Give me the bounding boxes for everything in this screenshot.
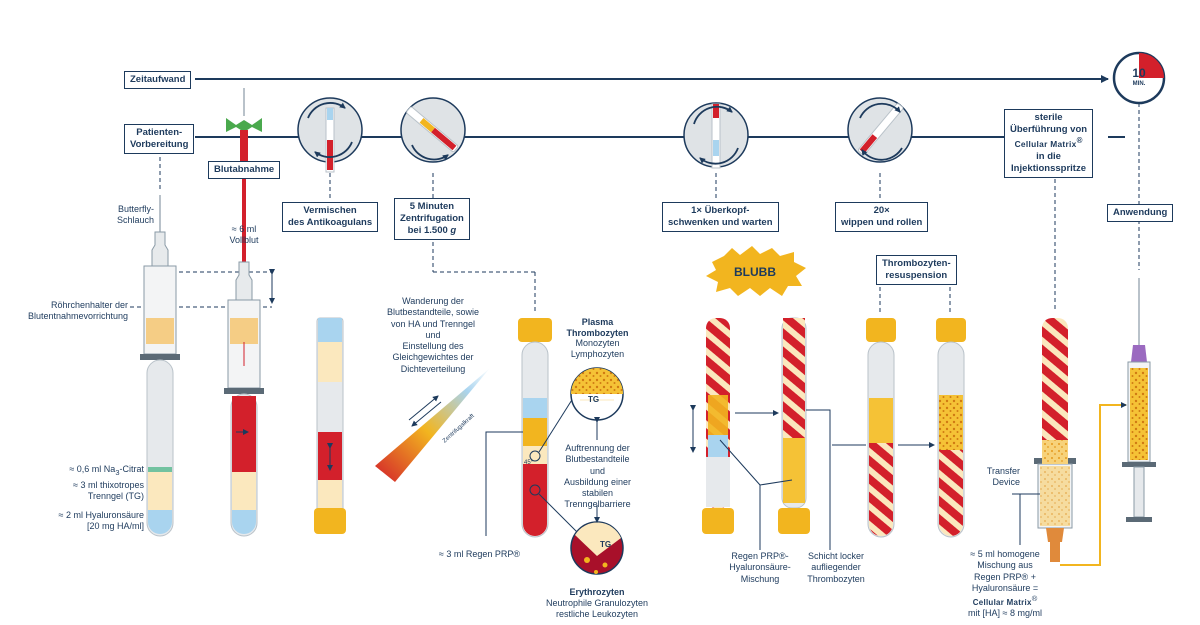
overhead-rotation-icon: [683, 102, 749, 169]
homogen-reg: ®: [1031, 594, 1038, 603]
butterfly-tube-illustration: [140, 195, 180, 537]
centrifuged-tube-illustration: [485, 318, 581, 538]
transfer-brand: Cellular Matrix: [1014, 138, 1077, 149]
centrifuge-line3: bei 1.500 g: [400, 225, 464, 237]
migration-label: Wanderung der Blutbestandteile, sowie vo…: [386, 296, 480, 374]
tg-label-top: TG: [588, 395, 600, 404]
centrifugal-force-wedge: [375, 368, 490, 482]
patient-prep-step: Patienten- Vorbereitung: [124, 124, 195, 154]
plasma-zoom-icon: [570, 367, 624, 421]
blubb-text: BLUBB: [734, 265, 776, 279]
timer-value: 10: [1132, 66, 1146, 80]
homogen-line1: ≈ 5 ml homogene Mischung aus Regen PRP® …: [970, 549, 1040, 593]
mix-step: Vermischen des Antikoagulans: [282, 202, 379, 232]
citrate-label-a: ≈ 0,6 ml Na: [69, 464, 116, 474]
stopwatch-icon: [1112, 51, 1166, 205]
overhead-tubes-illustration: [690, 317, 831, 550]
citrate-label-b: -Citrat: [119, 464, 145, 474]
homogen-brand: Cellular Matrix: [972, 598, 1032, 607]
transfer-reg: ®: [1076, 135, 1083, 145]
transfer-step: sterile Überführung von Cellular Matrix®…: [1004, 109, 1094, 178]
zeitaufwand-label: Zeitaufwand: [124, 71, 192, 89]
timer-unit: MIN.: [1132, 81, 1146, 87]
overhead-step: 1× Überkopf- schwenken und warten: [662, 202, 779, 232]
plasma-sub: Monozyten Lymphozyten: [570, 338, 625, 360]
mixed-tube-illustration: [314, 317, 346, 534]
separation-label: Auftrennung der Blutbestandteile und Aus…: [563, 443, 632, 510]
erythrocyte-title: Erythrozyten: [569, 587, 625, 597]
holder-label: Röhrchenhalter der Blutentnahmevorrichtu…: [27, 300, 128, 322]
butterfly-label: Butterfly- Schlauch: [116, 204, 154, 226]
tg-label-bottom: TG: [600, 540, 612, 549]
centrifuge-line2: Zentrifugation: [400, 212, 464, 224]
blood-draw-illustration: [224, 88, 264, 537]
centrifuge-speed: bei 1.500: [407, 224, 448, 236]
transfer-brand-line: Cellular Matrix®: [1010, 136, 1087, 151]
transfer-line1: sterile Überführung von: [1010, 112, 1088, 135]
prp-3ml-label: ≈ 3 ml Regen PRP®: [438, 549, 520, 559]
citrate-label: ≈ 0,6 ml Na3-Citrat: [20, 464, 144, 477]
gel-label: ≈ 3 ml thixotropes Trenngel (TG): [73, 480, 144, 502]
centrifuge-step: 5 Minuten Zentrifugation bei 1.500 g: [394, 198, 470, 240]
transfer-tube-illustration: [1012, 318, 1127, 566]
mix-rotation-icon: [297, 97, 363, 173]
rock-roll-icon: [847, 97, 913, 163]
platelet-layer-label: Schicht locker aufliegender Thrombozyten: [807, 551, 865, 584]
transfer-device-label: Transfer Device: [986, 466, 1020, 488]
ha-label: ≈ 2 ml Hyaluronsäure [20 mg HA/ml]: [58, 510, 144, 532]
blood-draw-step: Blutabnahme: [208, 161, 281, 179]
homogen-line2: mit [HA] ≈ 8 mg/ml: [968, 608, 1042, 619]
homogen-label: ≈ 5 ml homogene Mischung aus Regen PRP® …: [950, 549, 1060, 620]
homogen-brand-line: Cellular Matrix®: [950, 594, 1060, 608]
erythrocyte-zoom-icon: [570, 521, 624, 575]
centrifuge-line1: 5 Minuten: [409, 201, 455, 212]
citrate-label-sub: 3: [115, 467, 120, 477]
rock-step: 20× wippen und rollen: [835, 202, 929, 232]
centrifuge-g: g: [450, 224, 457, 236]
erythrocyte-sub: Neutrophile Granulozyten restliche Leuko…: [545, 598, 649, 620]
blood-volume-label: ≈ 6 ml Vollblut: [229, 224, 259, 246]
plasma-title: Plasma Thrombozyten: [566, 317, 629, 339]
rolling-tubes-illustration: [832, 318, 966, 538]
resuspension-step: Thrombozyten- resuspension: [876, 255, 957, 285]
centrifuge-icon: [400, 97, 466, 163]
transfer-line2: in die Injektionsspritze: [1011, 150, 1087, 174]
syringe-icon: [1122, 278, 1156, 522]
angle-label: 45°: [524, 460, 534, 466]
prp-mix-label: Regen PRP®- Hyaluronsäure- Mischung: [729, 551, 791, 584]
application-step: Anwendung: [1107, 204, 1174, 222]
blubb-starburst: [706, 246, 806, 296]
